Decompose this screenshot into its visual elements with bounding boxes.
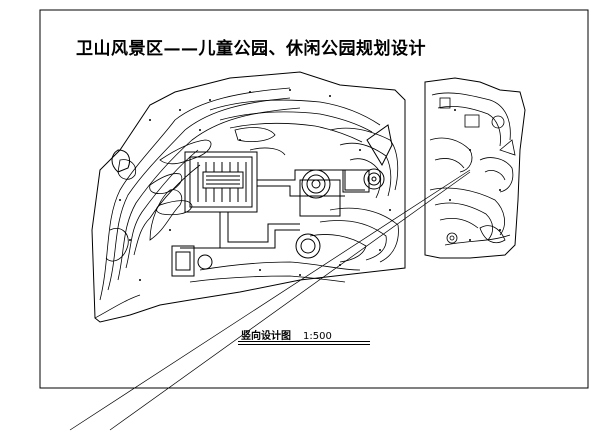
drawing-title: 卫山风景区——儿童公园、休闲公园规划设计	[76, 39, 426, 59]
park-buildings	[111, 124, 393, 277]
leisure-park-plan	[424, 77, 526, 259]
caption-text: 竖向设计图	[241, 331, 291, 342]
elevation-markers	[119, 89, 501, 281]
drawing-caption: 竖向设计图 1:500	[241, 327, 332, 342]
caption-underline-double	[238, 344, 370, 345]
childrens-park-plan	[91, 71, 406, 323]
caption-underline	[238, 341, 370, 342]
leader-lines	[69, 169, 471, 431]
drawing-frame	[39, 9, 589, 389]
scale-label: 1:500	[303, 331, 332, 342]
